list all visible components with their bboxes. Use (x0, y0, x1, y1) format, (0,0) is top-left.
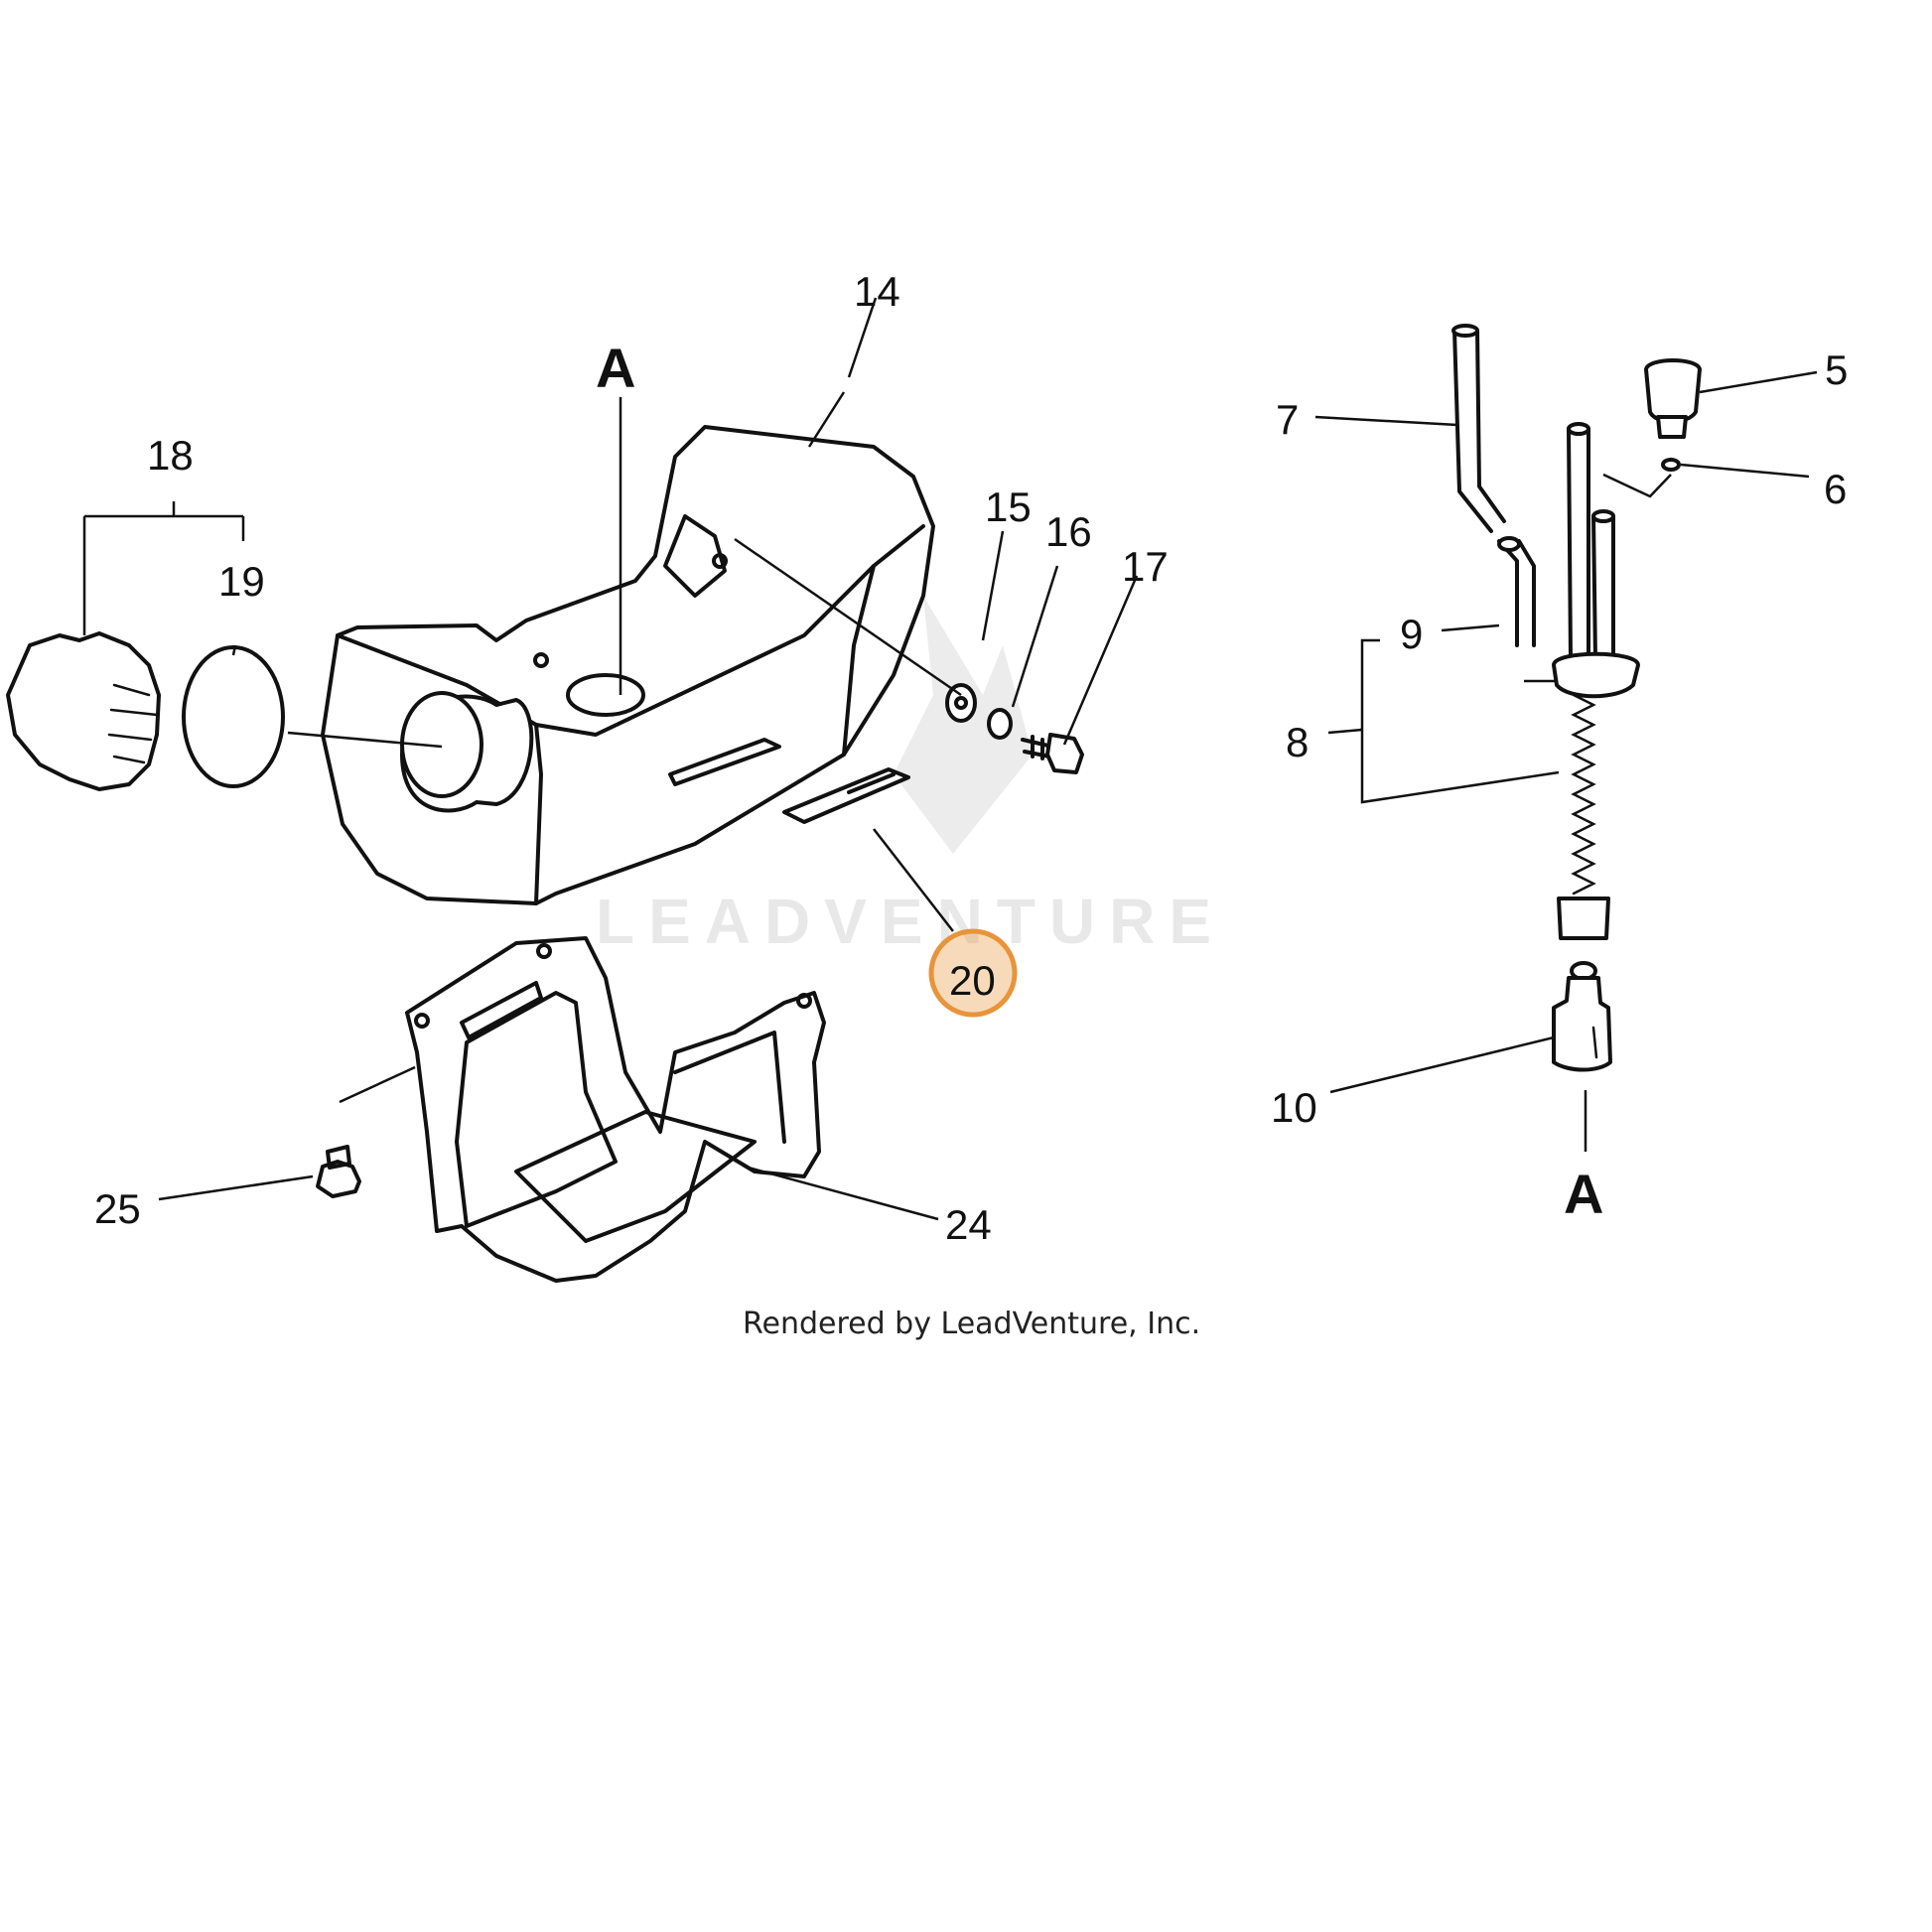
bracket-screw[interactable] (316, 1145, 361, 1198)
cap-gasket[interactable] (182, 645, 285, 788)
rubber-strip[interactable] (782, 767, 910, 824)
callout-25[interactable]: 25 (94, 1185, 141, 1232)
callout-7[interactable]: 7 (1276, 396, 1299, 443)
callout-5[interactable]: 5 (1825, 346, 1848, 393)
lock-washer[interactable] (987, 708, 1013, 740)
watermark-text: LEADVENTURE (596, 886, 1225, 957)
callout-15[interactable]: 15 (985, 483, 1032, 530)
callout-18[interactable]: 18 (147, 432, 194, 479)
section-marker-top: A (596, 337, 635, 399)
pickup-hose[interactable] (1497, 536, 1536, 647)
fuel-tank[interactable] (321, 425, 935, 905)
callout-9[interactable]: 9 (1400, 611, 1423, 657)
callout-17[interactable]: 17 (1122, 543, 1169, 590)
washer[interactable] (945, 683, 977, 723)
callout-6[interactable]: 6 (1824, 466, 1847, 512)
watermark: LEADVENTURE (596, 596, 1225, 957)
callout-14[interactable]: 14 (854, 268, 900, 315)
tank-bracket[interactable] (405, 936, 826, 1283)
callout-24[interactable]: 24 (945, 1201, 992, 1248)
breather-hose[interactable] (1451, 324, 1506, 533)
callout-10[interactable]: 10 (1271, 1084, 1317, 1131)
highlight-circle (928, 928, 1018, 1018)
bolt[interactable] (1021, 733, 1084, 774)
fuel-cap[interactable] (6, 631, 161, 791)
credit-text: Rendered by LeadVenture, Inc. (743, 1307, 1200, 1341)
fuel-pickup-assembly[interactable] (1552, 422, 1640, 940)
callout-20[interactable]: 20 (949, 957, 996, 1004)
callout-8[interactable]: 8 (1286, 719, 1309, 765)
section-marker-bottom: A (1564, 1163, 1603, 1225)
fuel-strainer[interactable] (1552, 961, 1612, 1072)
o-ring[interactable] (1661, 458, 1681, 472)
callout-16[interactable]: 16 (1045, 508, 1092, 555)
leader-lines (82, 297, 1818, 1221)
filter-cap[interactable] (1644, 358, 1702, 439)
callout-19[interactable]: 19 (218, 558, 265, 605)
